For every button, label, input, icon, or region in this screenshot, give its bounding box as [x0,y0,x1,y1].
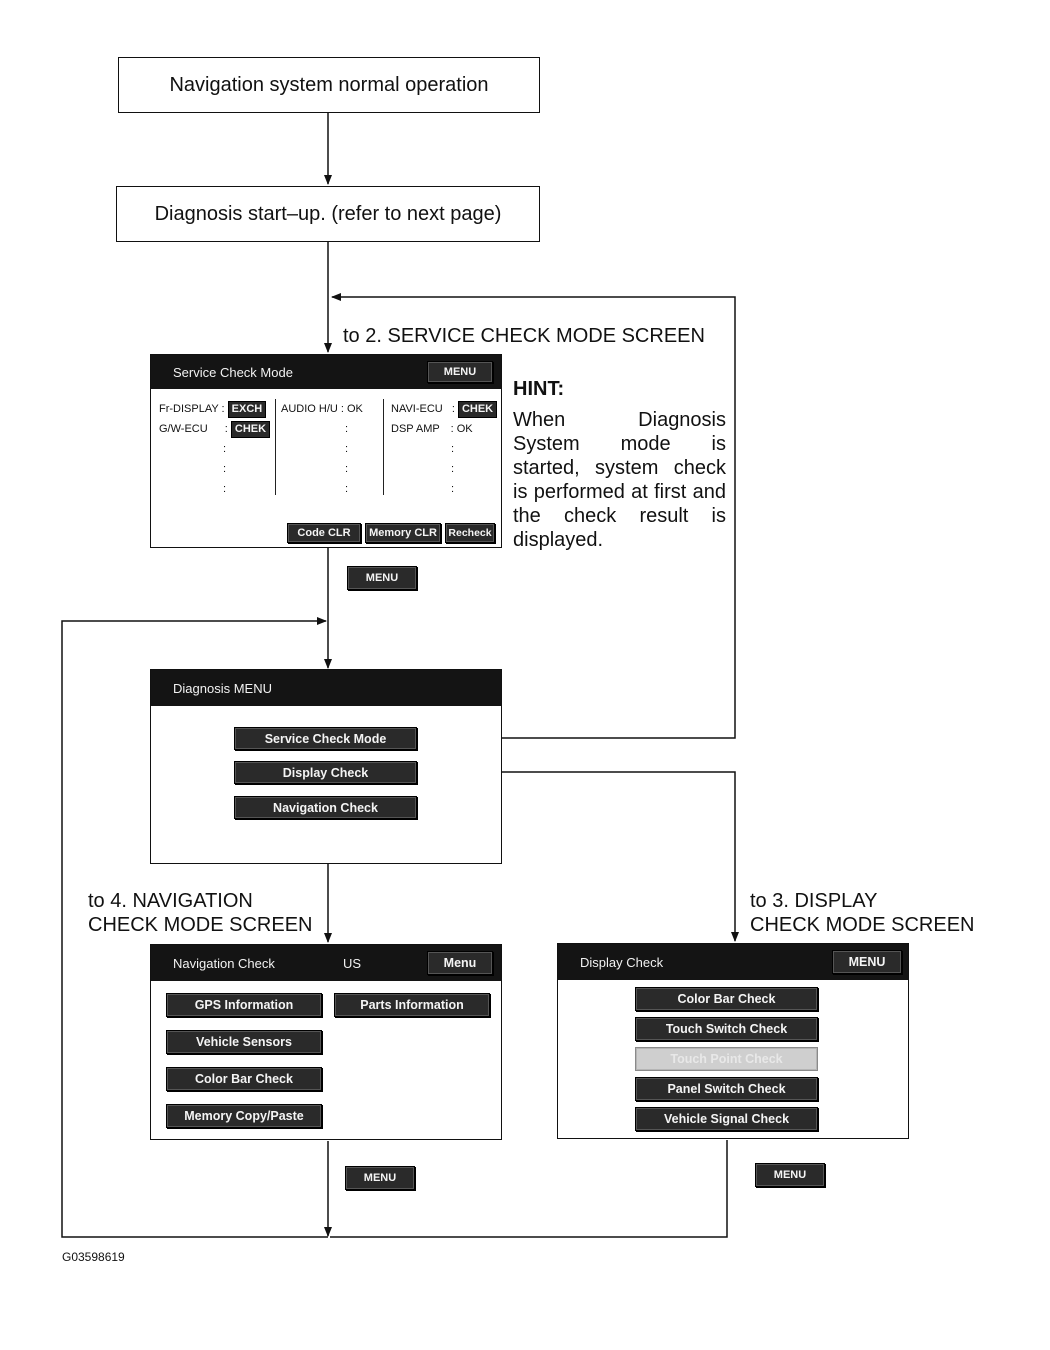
vehicle-signal-check-button[interactable]: Vehicle Signal Check [635,1107,818,1131]
col3-colon-1: : [451,443,455,455]
navigation-check-screen: Navigation Check US Menu GPS Information… [150,944,502,1140]
gps-information-button[interactable]: GPS Information [166,993,322,1017]
memory-clr-button[interactable]: Memory CLR [365,523,441,543]
connector-display-return [330,1140,728,1238]
normal-operation-text: Navigation system normal operation [169,73,489,96]
gw-ecu-row: G/W-ECU : CHEK [159,421,271,438]
display-check-title: Display Check [580,954,664,970]
navi-ecu-separator: : [451,403,455,415]
gw-ecu-separator: : [224,423,228,435]
col2-colon-2: : [345,443,349,455]
memory-copy-paste-button[interactable]: Memory Copy/Paste [166,1104,322,1128]
connector-service-loop [331,293,736,739]
diagnosis-menu-titlebar: Diagnosis MENU [151,670,501,706]
connector-display [416,771,739,942]
col2-colon-1: : [345,423,349,435]
code-clr-button[interactable]: Code CLR [287,523,361,543]
display-check-screen: Display Check MENU Color Bar Check Touch… [557,943,909,1139]
display-check-titlebar: Display Check [558,944,908,980]
service-check-title: Service Check Mode [173,364,293,380]
service-check-screen: Service Check Mode MENU Fr-DISPLAY : EXC… [150,354,502,548]
recheck-button[interactable]: Recheck [445,523,495,543]
column-divider-2 [383,399,384,495]
menu-item-service-check-mode[interactable]: Service Check Mode [234,727,417,750]
menu-button-display[interactable]: MENU [755,1163,825,1187]
service-check-menu-button[interactable]: MENU [427,361,493,383]
normal-operation-box: Navigation system normal operation [118,57,540,113]
gw-ecu-status: CHEK [230,421,271,438]
menu-button-service[interactable]: MENU [347,566,417,590]
diagnosis-startup-text: Diagnosis start–up. (refer to next page) [154,202,502,225]
navi-ecu-label: NAVI-ECU [391,403,443,415]
to-display-check-label: to 3. DISPLAY CHECK MODE SCREEN [750,890,975,936]
col1-colon-3: : [223,483,227,495]
dsp-amp-row: DSP AMP : OK [391,421,473,437]
menu-item-navigation-check[interactable]: Navigation Check [234,796,417,819]
to-service-check-label: to 2. SERVICE CHECK MODE SCREEN [343,325,705,347]
to-navigation-check-label: to 4. NAVIGATION CHECK MODE SCREEN [88,890,313,936]
navigation-check-title: Navigation Check [173,955,275,971]
vehicle-sensors-button[interactable]: Vehicle Sensors [166,1030,322,1054]
col1-colon-1: : [223,443,227,455]
navi-ecu-row: NAVI-ECU : CHEK [391,401,498,418]
col3-colon-2: : [451,463,455,475]
touch-point-check-button[interactable]: Touch Point Check [635,1047,818,1071]
diagnosis-startup-box: Diagnosis start–up. (refer to next page) [116,186,540,242]
diagnosis-menu-title: Diagnosis MENU [173,680,272,696]
col2-colon-4: : [345,483,349,495]
touch-switch-check-button[interactable]: Touch Switch Check [635,1017,818,1041]
panel-switch-check-button[interactable]: Panel Switch Check [635,1077,818,1101]
figure-code: G03598619 [62,1250,125,1264]
color-bar-check-button[interactable]: Color Bar Check [635,987,818,1011]
col2-colon-3: : [345,463,349,475]
col1-colon-2: : [223,463,227,475]
navigation-check-region: US [343,955,362,971]
display-check-menu-button[interactable]: MENU [832,950,902,974]
fr-display-row: Fr-DISPLAY : EXCH [159,401,267,418]
hint-title: HINT: [513,378,565,400]
menu-button-navigation[interactable]: MENU [345,1166,415,1190]
connector-left-return [61,617,328,1238]
parts-information-button[interactable]: Parts Information [334,993,490,1017]
diagnosis-menu-screen: Diagnosis MENU Service Check Mode Displa… [150,669,502,864]
navigation-check-menu-button[interactable]: Menu [427,951,493,975]
fr-display-label: Fr-DISPLAY : [159,403,225,415]
dsp-amp-status: : OK [450,423,473,435]
navi-ecu-status: CHEK [457,401,498,418]
nav-color-bar-check-button[interactable]: Color Bar Check [166,1067,322,1091]
col3-colon-3: : [451,483,455,495]
audio-hu-row: AUDIO H/U : OK [281,403,363,415]
gw-ecu-label: G/W-ECU [159,423,208,435]
fr-display-status: EXCH [227,401,267,418]
dsp-amp-label: DSP AMP [391,423,440,435]
menu-item-display-check[interactable]: Display Check [234,761,417,784]
hint-body: When Diagnosis System mode is started, s… [513,409,726,551]
column-divider-1 [275,399,276,495]
